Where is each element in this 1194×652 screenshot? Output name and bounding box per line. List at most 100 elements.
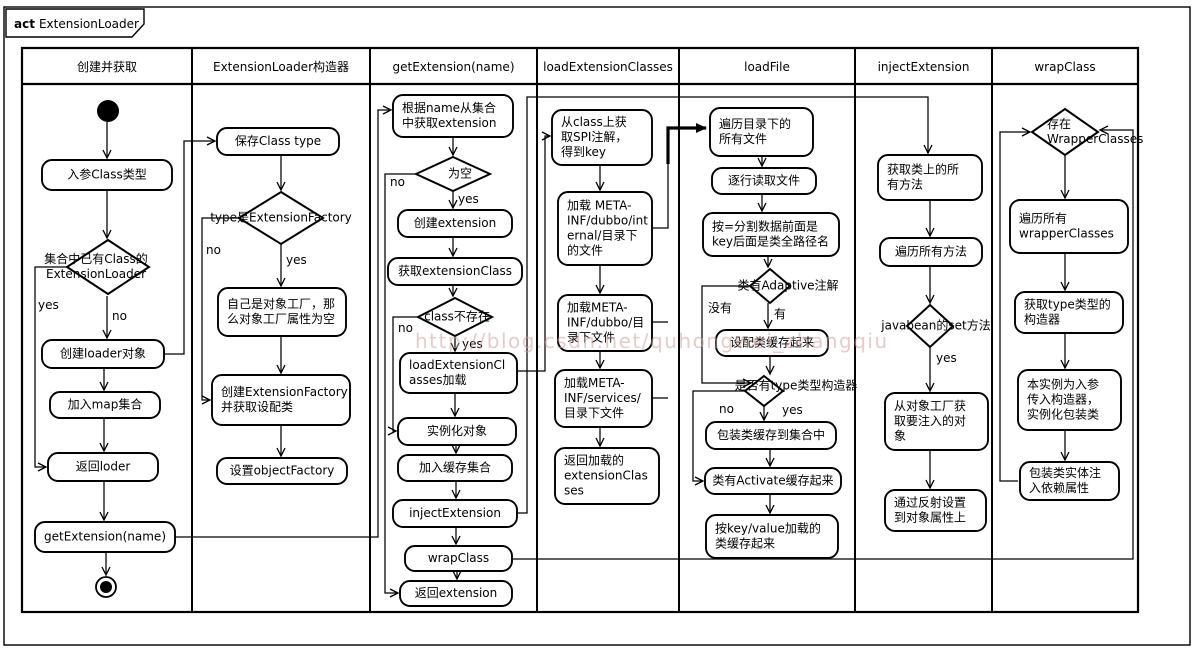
read-lines: 逐行读取文件 (711, 167, 817, 195)
lane-header-7: wrapClass (1034, 60, 1095, 74)
svg-text:返回加载的: 返回加载的 (564, 453, 624, 468)
return-loader: 返回loder (47, 452, 159, 482)
guard-label: yes (458, 192, 479, 206)
svg-text:所有文件: 所有文件 (719, 131, 767, 146)
svg-text:asses加载: asses加载 (409, 373, 467, 387)
svg-text:injectExtension: injectExtension (409, 506, 501, 520)
flow-edge (164, 136, 217, 355)
instantiate-object: 实例化对象 (397, 417, 517, 446)
set-object-factory: 设置objectFactory (216, 457, 348, 485)
add-to-map: 加入map集合 (49, 391, 161, 419)
svg-text:遍历目录下的: 遍历目录下的 (719, 116, 791, 131)
svg-text:返回extension: 返回extension (415, 586, 498, 600)
svg-text:并获取设配类: 并获取设配类 (221, 400, 293, 414)
flow-edge (34, 266, 69, 472)
create-loader: 创建loader对象 (41, 339, 165, 369)
svg-text:得到key: 得到key (561, 144, 606, 159)
svg-text:获取type类型的: 获取type类型的 (1024, 297, 1111, 312)
cache-adaptive-class: 设配类缓存起来 (715, 329, 829, 357)
svg-text:自己是对象工厂，那: 自己是对象工厂，那 (227, 297, 335, 311)
svg-text:返回loder: 返回loder (76, 460, 131, 474)
guard-label: 有 (774, 307, 786, 321)
has-adaptive-decision: 类有Adaptive注解 (737, 267, 839, 305)
svg-text:按=分割数据前面是: 按=分割数据前面是 (712, 219, 818, 234)
load-dubbo-dir: 加载META-INF/dubbo/目录下文件 (557, 294, 653, 352)
cache-activate-class: 类有Activate缓存起来 (704, 467, 842, 495)
svg-text:根据name从集合: 根据name从集合 (402, 100, 496, 115)
is-empty-decision: 为空 (413, 155, 493, 193)
svg-text:从对象工厂获: 从对象工厂获 (894, 399, 966, 413)
svg-text:key后面是类全路径名: key后面是类全路径名 (712, 234, 829, 249)
svg-text:javabean的set方法: javabean的set方法 (880, 318, 990, 333)
flow-edge (999, 127, 1032, 482)
svg-text:加载META-: 加载META- (564, 376, 625, 390)
svg-text:类有Activate缓存起来: 类有Activate缓存起来 (712, 474, 833, 488)
svg-text:类缓存起来: 类缓存起来 (715, 537, 775, 551)
guard-label: yes (782, 403, 803, 417)
svg-text:有方法: 有方法 (887, 177, 923, 192)
has-type-constructor-decision: 是否有type类型构造器 (735, 374, 857, 408)
create-extension: 创建extension (397, 209, 513, 238)
svg-text:getExtension(name): getExtension(name) (44, 530, 166, 544)
get-extension-call: getExtension(name) (34, 521, 176, 553)
frame-keyword: act (14, 17, 35, 31)
svg-text:创建ExtensionFactory: 创建ExtensionFactory (221, 385, 348, 399)
svg-text:加入map集合: 加入map集合 (68, 397, 143, 412)
guard-label: no (112, 309, 127, 323)
flow-edge (517, 96, 933, 514)
flow-edge (387, 316, 418, 436)
svg-text:创建loader对象: 创建loader对象 (60, 347, 146, 361)
svg-text:设配类缓存起来: 设配类缓存起来 (730, 336, 814, 350)
svg-text:实例化包装类: 实例化包装类 (1027, 407, 1099, 422)
svg-text:设置objectFactory: 设置objectFactory (230, 464, 335, 478)
inject-extension-call: injectExtension (392, 499, 518, 528)
svg-text:传入构造器，: 传入构造器， (1027, 392, 1099, 407)
svg-text:type是ExtensionFactory: type是ExtensionFactory (210, 211, 352, 225)
guard-label: 没有 (708, 300, 732, 315)
swimlane-frame (20, 46, 1140, 614)
add-to-cache: 加入缓存集合 (397, 454, 513, 482)
svg-text:loadExtensionCl: loadExtensionCl (409, 358, 505, 372)
svg-text:wrapClass: wrapClass (428, 551, 489, 565)
svg-text:加载 META-: 加载 META- (567, 199, 631, 213)
flow-edge (201, 217, 239, 405)
svg-text:从class上获: 从class上获 (561, 115, 627, 129)
svg-text:class不存在: class不存在 (424, 310, 490, 324)
svg-text:遍历所有方法: 遍历所有方法 (895, 244, 967, 259)
svg-text:为空: 为空 (448, 167, 472, 181)
class-not-exist-decision: class不存在 (415, 296, 495, 338)
svg-text:extensionClas: extensionClas (564, 469, 648, 483)
lane-header-3: getExtension(name) (392, 60, 514, 74)
guard-label: no (719, 402, 734, 416)
svg-text:到对象属性上: 到对象属性上 (894, 511, 966, 525)
get-extension-class: 获取extensionClass (387, 257, 523, 286)
svg-text:按key/value加载的: 按key/value加载的 (715, 521, 821, 536)
svg-text:INF/services/: INF/services/ (564, 391, 642, 405)
svg-text:通过反射设置: 通过反射设置 (894, 495, 966, 510)
cache-wrapper-class: 包装类缓存到集合中 (705, 421, 837, 450)
flow-edge (512, 125, 1134, 560)
save-class-type: 保存Class type (216, 127, 340, 156)
lane-header-6: injectExtension (878, 60, 970, 74)
svg-text:包装类缓存到集合中: 包装类缓存到集合中 (717, 427, 825, 442)
is-extension-factory-decision: type是ExtensionFactory (210, 190, 352, 246)
svg-text:集合中已有Class的: 集合中已有Class的 (44, 251, 148, 266)
svg-text:入参Class类型: 入参Class类型 (67, 167, 147, 182)
svg-text:加入缓存集合: 加入缓存集合 (419, 460, 491, 475)
svg-text:实例化对象: 实例化对象 (427, 423, 487, 438)
svg-text:中获取extension: 中获取extension (402, 115, 497, 130)
flow-edge (692, 390, 745, 486)
svg-text:的文件: 的文件 (567, 243, 603, 258)
